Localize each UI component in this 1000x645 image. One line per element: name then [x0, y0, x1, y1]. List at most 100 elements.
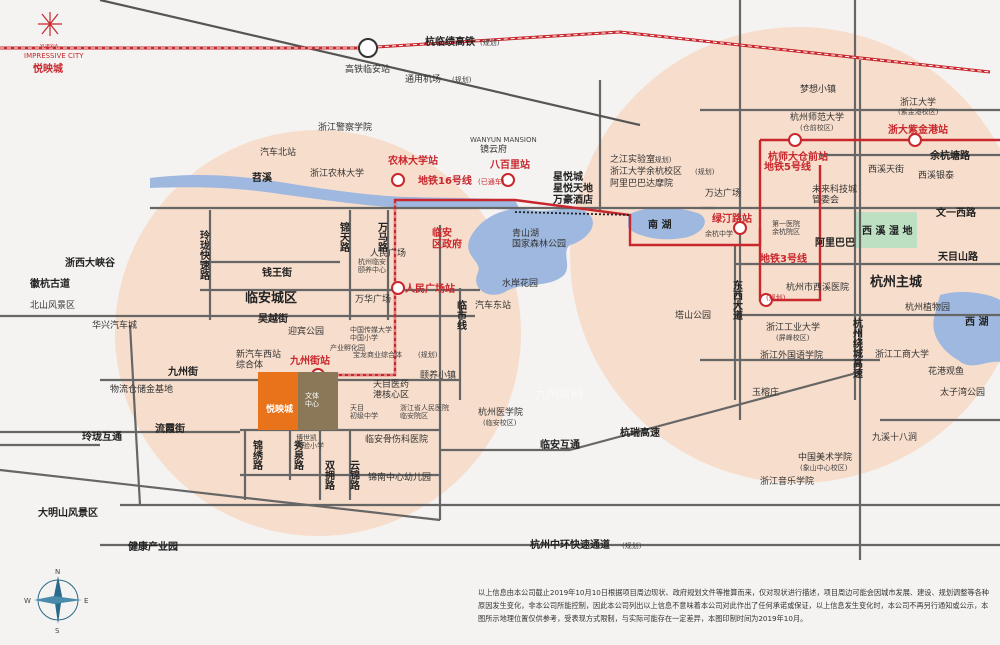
- station-nonglin: [391, 173, 405, 187]
- road-wuyue: 吴越街: [258, 312, 288, 325]
- road-zhonghuan-note: (规划): [622, 541, 642, 550]
- poi-yingbin: 迎宾公园: [288, 325, 324, 337]
- hsr-note: (规划): [480, 38, 500, 47]
- poi-wanhua: 万华广场: [355, 293, 391, 305]
- poi-jinnan: 锦南中心幼儿园: [368, 471, 431, 483]
- poi-renmin-sq: 人民广场: [370, 247, 406, 259]
- poi-beishan: 北山风景区: [30, 300, 75, 311]
- wetland-label: 西 溪 湿 地: [862, 224, 912, 237]
- culture-center-block: [298, 372, 338, 430]
- line3-label: 地铁3号线: [760, 252, 807, 265]
- metro-line-16-dash: [318, 200, 396, 376]
- line5-label: 地铁5号线: [764, 160, 811, 173]
- road-wenyi: 文一西路: [936, 206, 977, 219]
- baibaili-station-label: 八百里站: [489, 158, 530, 171]
- west-lake-label: 西 湖: [965, 315, 988, 328]
- brand-name-small: YUEXIA: [39, 44, 59, 50]
- compass-s: S: [55, 627, 60, 635]
- poi-wanda: 万达广场: [705, 187, 741, 199]
- project-site: [258, 372, 298, 430]
- poi-health: 健康产业园: [128, 540, 178, 553]
- brand-logo: IMPRESSIVE CITY YUEXIA 悦映城: [24, 12, 84, 75]
- poi-yulong: 玉榕庄: [752, 386, 779, 398]
- poi-xixi-tiandi: 西溪天街: [868, 163, 904, 175]
- poi-hz-medical-note: (临安校区): [483, 418, 517, 427]
- poi-xingyue: 星悦城星悦天地万豪酒店: [552, 170, 593, 206]
- poi-yuhang-1st: 第一医院余杭院区: [772, 219, 800, 236]
- road-jintian: 锦天路: [338, 221, 350, 253]
- poi-zust: 浙江工业大学: [766, 321, 820, 333]
- poi-tianmu-middle: 天目初级中学: [350, 404, 378, 420]
- poi-lab: 之江实验室: [610, 153, 655, 165]
- poi-botanic: 杭州植物园: [905, 301, 950, 313]
- compass-star-ew: [34, 596, 82, 604]
- poi-tangshan: 塔山公园: [675, 309, 711, 321]
- hsr-station-label: 高铁临安站: [345, 63, 390, 75]
- hsr-line-inner: [0, 31, 991, 73]
- metro-planned-dots: [514, 211, 631, 216]
- road-yunjin: 云锦路: [348, 460, 360, 491]
- disclaimer: 以上信息由本公司截止2019年10月10日根据项目周边现状、政府规划文件等推算而…: [478, 588, 989, 623]
- compass-n: N: [55, 568, 60, 576]
- poi-yiyang: 颐养小镇: [420, 369, 456, 381]
- compass-rose: N S E W: [24, 568, 88, 635]
- poi-police: 浙江警察学院: [318, 121, 372, 133]
- road-linshi: 临市线: [455, 299, 467, 331]
- poi-yuhang-center: 余杭中学: [705, 229, 733, 238]
- poi-labels: 通用机场 (规划) 浙江警察学院 汽车北站 浙江农林大学 镜云府 WANYUN …: [29, 73, 985, 553]
- brand-name-cn: 悦映城: [33, 62, 63, 75]
- poi-xixi-yindu: 西溪银泰: [918, 169, 954, 181]
- brand-name-en: IMPRESSIVE CITY: [24, 52, 84, 60]
- xixi-wetland: [855, 212, 917, 248]
- poi-daming: 大明山风景区: [38, 506, 98, 519]
- poi-new-bus: 新汽车西站综合体: [236, 348, 281, 370]
- line16-label: 地铁16号线: [418, 174, 472, 187]
- hsr-station-icon: [358, 38, 378, 58]
- road-hangrui: 杭瑞高速: [620, 426, 660, 439]
- station-baibaili: [501, 173, 515, 187]
- radius-glow-left: [115, 130, 521, 536]
- poi-zheda-yuhang: 浙江大学余杭校区: [610, 165, 682, 177]
- linglong-hutong: 玲珑互通: [82, 430, 122, 443]
- road-tianmushan: 天目山路: [938, 250, 979, 263]
- poi-zheda-yuhang-note: (规划): [695, 167, 715, 176]
- poi-alibaba-academy: 阿里巴巴达摩院: [610, 177, 673, 189]
- poi-yiyang-center: 杭州临安颐养中心: [358, 257, 386, 274]
- main-city-label: 杭州主城: [870, 274, 922, 290]
- poi-future-park: 未来科技城管委会: [812, 183, 857, 205]
- road-jinxiu: 锦绣路: [251, 439, 263, 471]
- poi-zjcm: 浙江音乐学院: [760, 475, 814, 487]
- south-lake: [628, 207, 705, 240]
- poi-hznu: 杭州师范大学: [790, 111, 844, 123]
- poi-boshi: 博世凯实验小学: [296, 433, 324, 450]
- compass-e: E: [84, 597, 88, 605]
- poi-baolong-note: (规划): [418, 350, 438, 359]
- poi-dream-town: 梦想小镇: [800, 83, 836, 95]
- poi-cuc: 中国传媒大学中国小学: [350, 325, 392, 342]
- poi-zhexi: 浙西大峡谷: [65, 256, 116, 269]
- poi-tianmu-med: 天目医药港核心区: [373, 379, 409, 400]
- poi-lab-note: (规划): [652, 155, 672, 164]
- project-site-label: 悦映城: [266, 403, 293, 415]
- poi-zust-note: (屏峰校区): [776, 333, 810, 342]
- hangshi-station-label: 杭师大仓前站: [768, 150, 828, 163]
- road-raocheng: 杭州绕城高速: [851, 317, 864, 379]
- poi-jiuxi: 九溪十八涧: [872, 431, 917, 443]
- station-hangshi: [788, 133, 802, 147]
- culture-center-label: 文体中心: [305, 391, 319, 408]
- poi-huihang: 徽杭古道: [29, 277, 70, 290]
- road-xiuquan: 秀泉路: [292, 439, 305, 471]
- linan-hutong: 临安互通: [540, 438, 580, 451]
- station-renmin: [391, 281, 405, 295]
- poi-hz-medical: 杭州医学院: [478, 406, 523, 418]
- line3-note: (规划): [766, 293, 786, 302]
- road-yuhang: 余杭塘路: [929, 149, 971, 162]
- district-label: 临安城区: [245, 290, 297, 306]
- nonglin-station-label: 农林大学站: [387, 154, 438, 167]
- poi-huaxing: 华兴汽车城: [92, 319, 137, 331]
- qingshan-lake-label: 青山湖国家森林公园: [512, 227, 566, 249]
- poi-hznu-note: (仓前校区): [800, 123, 834, 132]
- tiaoxi-label: 苕溪: [252, 171, 273, 184]
- station-line5-south: [759, 293, 773, 307]
- poi-airport: 通用机场: [405, 73, 441, 85]
